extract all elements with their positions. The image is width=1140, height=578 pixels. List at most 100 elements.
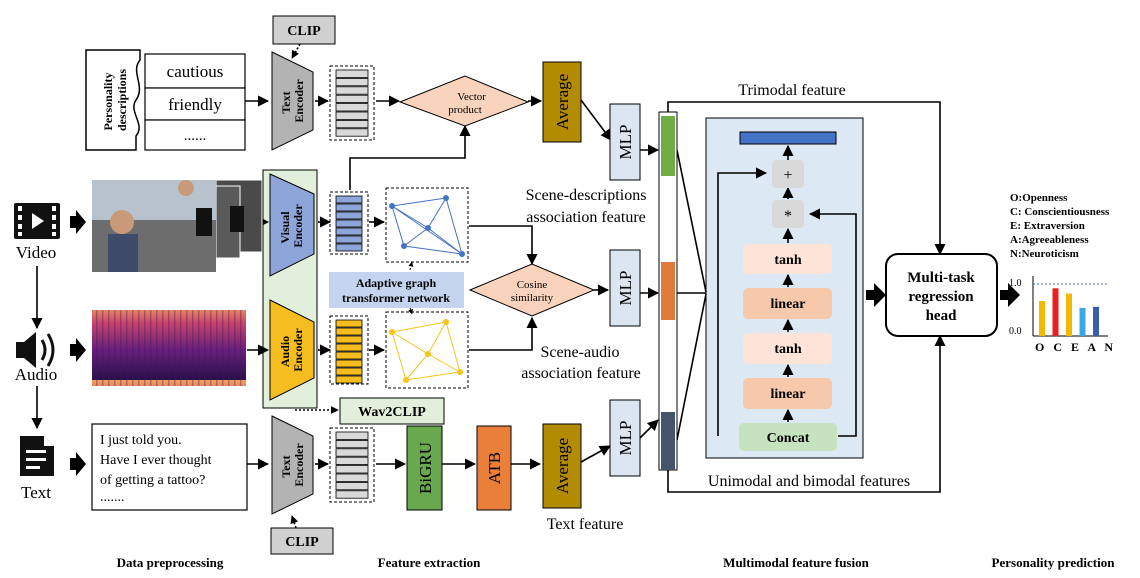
tanh-1-label: tanh xyxy=(774,253,801,268)
desc-cautious: cautious xyxy=(167,62,224,81)
head-line-3: head xyxy=(926,308,958,324)
atb-box xyxy=(476,425,512,511)
bar-A xyxy=(1079,307,1086,336)
tanh-2-label: tanh xyxy=(774,342,801,357)
visual-graph-nodes xyxy=(389,195,465,257)
transcript-line-2: Have I ever thought xyxy=(100,453,212,468)
audio-graph xyxy=(391,321,461,381)
token-cell xyxy=(335,359,363,368)
times-label: * xyxy=(784,208,792,225)
ocean-bar-chart: 1.0 0.0 O C E A N xyxy=(1009,276,1113,354)
scene-audio-label-2: association feature xyxy=(521,365,641,382)
vp-line-1: Vector xyxy=(457,91,486,103)
atb-label: ATB xyxy=(485,452,504,484)
mlp-middle-label: MLP xyxy=(616,271,635,306)
token-cell xyxy=(335,243,363,252)
regression-head xyxy=(885,253,998,337)
desc-cell-2 xyxy=(144,87,246,121)
token-cell xyxy=(335,111,369,120)
mlp-top-label: MLP xyxy=(616,125,635,160)
concat-label: Concat xyxy=(767,431,810,446)
trimodal-feature-label: Trimodal feature xyxy=(738,82,845,99)
concat-box xyxy=(739,423,837,451)
token-cell xyxy=(335,235,363,244)
scene-desc-label-1: Scene-descriptions xyxy=(526,187,647,204)
average-bottom-label: Average xyxy=(553,438,572,494)
teT-line-1: Text xyxy=(279,91,293,113)
stage-personality-prediction: Personality prediction xyxy=(992,555,1116,570)
scene-desc-label-2: association feature xyxy=(526,209,646,226)
token-cell xyxy=(335,327,363,336)
average-top xyxy=(542,61,582,143)
bigru-label: BiGRU xyxy=(416,442,435,494)
linear-2 xyxy=(743,378,832,409)
plus-node xyxy=(772,160,804,188)
token-cell xyxy=(335,465,369,474)
visual-encoder xyxy=(269,173,315,277)
bar-N xyxy=(1093,306,1099,336)
mlp-bottom xyxy=(609,399,641,477)
visual-encoder-label: Visual Encoder xyxy=(278,204,305,248)
bar-E xyxy=(1066,293,1072,336)
legend-n: N:Neuroticism xyxy=(1010,248,1079,260)
audio-graph-box xyxy=(385,311,469,389)
spectrogram xyxy=(92,310,246,386)
teB-line-2: Encoder xyxy=(292,443,306,487)
token-cell xyxy=(335,448,369,457)
desc-friendly: friendly xyxy=(168,95,222,114)
text-label: Text xyxy=(21,483,51,502)
visual-graph-box xyxy=(385,187,469,263)
token-cell xyxy=(335,86,369,95)
ae-line-1: Audio xyxy=(278,336,292,367)
wav2clip-label: Wav2CLIP xyxy=(358,405,426,420)
vp-line-2: product xyxy=(448,104,482,116)
plus-label: + xyxy=(783,167,792,184)
mlp-bottom-label: MLP xyxy=(616,421,635,456)
transcript-box xyxy=(91,423,248,511)
linear-1-label: linear xyxy=(771,297,806,312)
average-bottom xyxy=(542,423,582,509)
legend-a: A:Agreeableness xyxy=(1010,234,1089,246)
text-encoder-bottom-label: Text Encoder xyxy=(279,443,306,487)
bigru-box xyxy=(406,425,443,511)
linear-1 xyxy=(743,288,832,319)
token-cell xyxy=(335,203,363,212)
cosine-line-1: Cosine xyxy=(517,279,548,291)
feature-scene-desc xyxy=(661,116,675,176)
text-feature-label: Text feature xyxy=(547,516,624,533)
times-node xyxy=(772,200,804,228)
audio-label: Audio xyxy=(15,365,58,384)
token-cell xyxy=(335,195,363,204)
agt-line-1: Adaptive graph xyxy=(356,276,437,290)
token-cell xyxy=(335,473,369,482)
mlp-middle xyxy=(609,249,641,327)
pd-line-2: descriptions xyxy=(115,69,129,131)
audio-graph-nodes xyxy=(389,319,463,383)
chart-y-top: 1.0 xyxy=(1009,278,1022,289)
teB-line-1: Text xyxy=(279,455,293,477)
token-cell xyxy=(335,78,369,87)
text-encoder-top-label: Text Encoder xyxy=(279,79,306,123)
clip-top-label: CLIP xyxy=(287,24,321,39)
token-cell xyxy=(335,343,363,352)
agt-box xyxy=(329,272,464,308)
legend-o: O:Openness xyxy=(1010,192,1068,204)
head-line-1: Multi-task xyxy=(907,270,975,286)
token-cell xyxy=(335,367,363,376)
transcript-line-3: of getting a tattoo? xyxy=(100,473,205,488)
token-cell xyxy=(335,319,363,328)
tanh-2 xyxy=(743,333,832,364)
feature-scene-audio xyxy=(661,262,675,320)
token-stacks xyxy=(329,65,375,503)
token-cell xyxy=(335,219,363,228)
cosine-similarity-diamond xyxy=(468,263,596,317)
text-encoder-top xyxy=(271,51,314,151)
vector-product-label: Vector product xyxy=(448,91,489,116)
document-icon xyxy=(20,436,54,476)
desc-cell-1 xyxy=(144,53,246,89)
desc-cell-3 xyxy=(144,119,246,151)
wav2clip-box xyxy=(339,397,445,425)
head-line-2: regression xyxy=(908,289,974,305)
